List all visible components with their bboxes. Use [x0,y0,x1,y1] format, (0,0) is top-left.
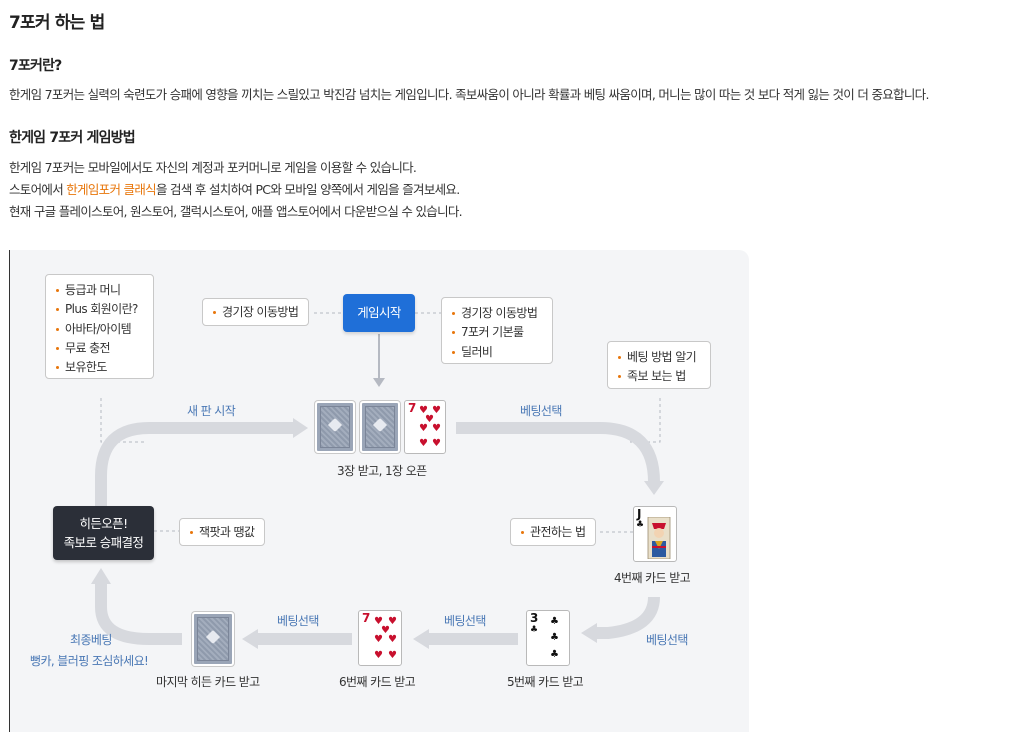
card-back-emblem-icon [327,417,343,433]
label-betting-select-4: 베팅선택 [277,614,319,628]
club-icon: ♣ [550,649,559,660]
card-back-2 [360,401,400,453]
label-4th-card: 4번째 카드 받고 [614,571,691,585]
hidden-open-line-1: 히든오픈! [79,516,128,531]
menu-item-grade-money[interactable]: 등급과 머니 [56,281,143,300]
menu-item-avatar-item[interactable]: 아바타/아이템 [56,320,143,339]
how-to-line-2: 스토어에서 한게임포커 클래식을 검색 후 설치하여 PC와 모바일 양쪽에서 … [9,179,460,198]
heart-icon: ♥ [432,438,441,449]
game-start-button[interactable]: 게임시작 [343,294,415,332]
link-basic-rules[interactable]: 7포커 기본룰 [452,323,542,342]
heart-icon: ♥ [381,625,390,636]
club-icon: ♣ [550,616,559,627]
label-betting-select-3: 베팅선택 [444,614,486,628]
link-spectate[interactable]: 관전하는 법 [510,518,597,546]
how-to-line-1: 한게임 7포커는 모바일에서도 자신의 계정과 포커머니로 게임을 이용할 수 … [9,160,417,175]
heart-icon: ♥ [432,423,441,434]
app-name-highlight: 한게임포커 클래식 [66,182,156,197]
card-rank: 7 [408,401,417,415]
menu-item-plus-member[interactable]: Plus 회원이란? [56,300,143,319]
section-text-what-is: 한게임 7포커는 실력의 숙련도가 승패에 영향을 끼치는 스릴있고 박진감 넘… [9,87,929,102]
label-betting-select-1: 베팅선택 [520,404,562,418]
heart-icon: ♥ [388,650,397,661]
heart-icon: ♥ [388,634,397,645]
hidden-open-button[interactable]: 히든오픈! 족보로 승패결정 [53,506,154,560]
how-to-line-2-end: 을 검색 후 설치하여 PC와 모바일 양쪽에서 게임을 즐겨보세요. [155,182,460,197]
club-icon: ♣ [636,520,645,530]
card-rank: 7 [362,611,371,625]
page-title: 7포커 하는 법 [9,13,105,33]
label-betting-select-2: 베팅선택 [646,633,688,647]
label-final-bet: 최종베팅 [70,633,112,647]
how-to-line-3: 현재 구글 플레이스토어, 원스토어, 갤럭시스토어, 애플 앱스토어에서 다운… [9,204,463,219]
label-new-round: 새 판 시작 [187,404,236,418]
card-back-1 [315,401,355,453]
section-heading-what-is: 7포커란? [9,58,62,74]
link-hand-rankings[interactable]: 족보 보는 법 [618,367,700,386]
info-menu-box: 등급과 머니 Plus 회원이란? 아바타/아이템 무료 충전 보유한도 [45,274,154,379]
heart-icon: ♥ [374,616,383,627]
heart-icon: ♥ [374,650,383,661]
card-rank: J [637,507,642,521]
menu-item-free-charge[interactable]: 무료 충전 [56,339,143,358]
heart-icon: ♥ [419,405,428,416]
label-5th-card: 5번째 카드 받고 [507,675,584,689]
card-back-emblem-icon [372,417,388,433]
club-icon: ♣ [530,625,539,635]
card-rank: 3 [530,611,539,625]
club-icon: ♣ [550,632,559,643]
hidden-open-line-2: 족보로 승패결정 [63,535,144,550]
label-6th-card: 6번째 카드 받고 [339,675,416,689]
link-jackpot[interactable]: 잭팟과 땡값 [179,518,266,546]
label-bluff-warning: 뻥카, 블러핑 조심하세요! [30,654,149,668]
card-seven-hearts-2: 7 ♥ ♥ ♥ ♥ ♥ ♥ ♥ [358,610,402,666]
link-dealer-fee[interactable]: 딜러비 [452,343,542,362]
card-seven-hearts-1: 7 ♥ ♥ ♥ ♥ ♥ ♥ ♥ [404,400,446,454]
card-three-clubs: 3 ♣ ♣ ♣ ♣ [526,610,570,666]
link-betting-method[interactable]: 베팅 방법 알기 [618,348,700,367]
section-heading-how-to: 한게임 7포커 게임방법 [9,130,136,146]
card-back-emblem-icon [205,629,221,645]
menu-item-holding-limit[interactable]: 보유한도 [56,358,143,377]
heart-icon: ♥ [388,616,397,627]
label-last-hidden-card: 마지막 히든 카드 받고 [156,675,260,689]
how-to-line-2-start: 스토어에서 [9,182,67,197]
card-jack-clubs: J ♣ [633,506,677,562]
card-back-hidden [192,612,234,666]
heart-icon: ♥ [432,405,441,416]
link-move-arena-left[interactable]: 경기장 이동방법 [202,298,310,326]
heart-icon: ♥ [419,438,428,449]
heart-icon: ♥ [419,423,428,434]
link-move-arena[interactable]: 경기장 이동방법 [452,304,542,323]
jack-face-icon [647,517,671,559]
label-three-cards: 3장 받고, 1장 오픈 [337,464,427,478]
game-flow-diagram: 등급과 머니 Plus 회원이란? 아바타/아이템 무료 충전 보유한도 경기장… [9,250,749,732]
heart-icon: ♥ [374,634,383,645]
betting-links-box: 베팅 방법 알기 족보 보는 법 [607,341,711,389]
flow-lines [91,312,664,649]
heart-icon: ♥ [425,414,434,425]
start-links-box: 경기장 이동방법 7포커 기본룰 딜러비 [441,297,553,364]
